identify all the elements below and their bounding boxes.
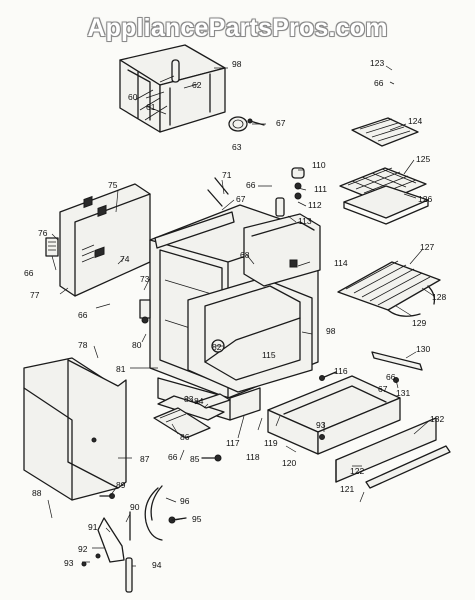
part-label-73: 73 (140, 274, 150, 284)
part-label-83: 83 (184, 394, 194, 404)
part-label-114: 114 (334, 258, 348, 268)
part-label-88: 88 (32, 488, 42, 498)
part-label-120: 120 (282, 458, 296, 468)
oven-door (23, 357, 127, 501)
control-panel (59, 183, 151, 297)
part-label-98: 98 (232, 59, 242, 69)
part-label-132: 132 (430, 414, 444, 424)
part-label-125: 125 (416, 154, 430, 164)
part-label-126: 126 (418, 194, 432, 204)
broiler-pan (343, 185, 429, 225)
part-label-80: 80 (132, 340, 142, 350)
part-label-75: 75 (108, 180, 118, 190)
part-label-76: 76 (38, 228, 48, 238)
drawer-screw (319, 371, 337, 381)
part-label-67: 67 (378, 384, 388, 394)
part-label-81: 81 (116, 364, 126, 374)
part-label-66: 66 (24, 268, 34, 278)
part-label-94: 94 (152, 560, 162, 570)
hinge-spring (125, 485, 187, 593)
part-label-131: 131 (396, 388, 410, 398)
storage-drawer (267, 375, 401, 455)
side-bracket-80 (139, 299, 151, 324)
part-label-71: 71 (222, 170, 232, 180)
part-label-116: 116 (334, 366, 348, 376)
part-label-66: 66 (78, 310, 88, 320)
burner-valve (291, 167, 305, 200)
kick-plate (153, 407, 211, 439)
drawer-rail (365, 445, 451, 489)
oven-liner (187, 277, 313, 393)
part-label-118: 118 (246, 452, 260, 462)
part-label-66: 66 (246, 180, 256, 190)
part-label-112: 112 (308, 200, 322, 210)
door-hinge-arm (81, 511, 131, 567)
bracket-84 (195, 393, 231, 409)
part-label-96: 96 (180, 496, 190, 506)
part-label-123: 123 (370, 58, 384, 68)
part-label-67: 67 (236, 194, 246, 204)
part-label-66: 66 (386, 372, 396, 382)
part-label-74: 74 (120, 254, 130, 264)
part-label-78: 78 (78, 340, 88, 350)
part-label-87: 87 (140, 454, 150, 464)
part-label-61: 61 (146, 102, 156, 112)
part-label-85: 85 (190, 454, 200, 464)
part-label-89: 89 (116, 480, 126, 490)
part-label-124: 124 (408, 116, 422, 126)
part-label-60: 60 (128, 92, 138, 102)
part-label-119: 119 (264, 438, 278, 448)
leader-lines (47, 65, 435, 567)
part-number-labels: 123 66 124 125 126 127 128 129 130 66 13… (24, 58, 446, 570)
leveling-leg (201, 454, 222, 462)
part-label-93: 93 (316, 420, 326, 430)
part-label-127: 127 (420, 242, 434, 252)
oven-frame (243, 213, 321, 287)
part-label-117: 117 (226, 438, 240, 448)
rack-slide (371, 351, 423, 383)
part-label-63: 63 (232, 142, 242, 152)
part-label-111: 111 (314, 184, 327, 194)
part-label-95: 95 (192, 514, 202, 524)
part-label-91: 91 (88, 522, 98, 532)
part-label-122: 122 (350, 466, 364, 476)
part-label-92: 92 (78, 544, 88, 554)
door-handle-bracket (99, 493, 115, 499)
part-label-68: 68 (240, 250, 250, 260)
watermark-text: AppliancePartsPros.com (87, 14, 388, 42)
part-label-66: 66 (374, 78, 384, 88)
part-label-90: 90 (130, 502, 140, 512)
part-label-62: 62 (192, 80, 202, 90)
part-label-67: 67 (276, 118, 286, 128)
part-label-82: 82 (212, 342, 222, 352)
part-label-121: 121 (340, 484, 354, 494)
part-label-98: 98 (326, 326, 336, 336)
part-label-130: 130 (416, 344, 430, 354)
part-label-66: 66 (168, 452, 178, 462)
part-label-115: 115 (262, 350, 276, 360)
part-label-77: 77 (30, 290, 40, 300)
oven-rack (337, 260, 441, 317)
hood-grommet (228, 116, 248, 132)
part-label-84: 84 (194, 396, 204, 406)
broiler-rack-small (351, 117, 419, 147)
top-trim (154, 177, 235, 249)
part-label-128: 128 (432, 292, 446, 302)
door-hinge (275, 197, 285, 217)
part-label-129: 129 (412, 318, 426, 328)
part-label-86: 86 (180, 432, 190, 442)
part-label-110: 110 (312, 160, 326, 170)
hood-box (119, 44, 226, 133)
part-label-93: 93 (64, 558, 74, 568)
part-label-113: 113 (298, 216, 312, 226)
vent-grille (45, 237, 59, 257)
